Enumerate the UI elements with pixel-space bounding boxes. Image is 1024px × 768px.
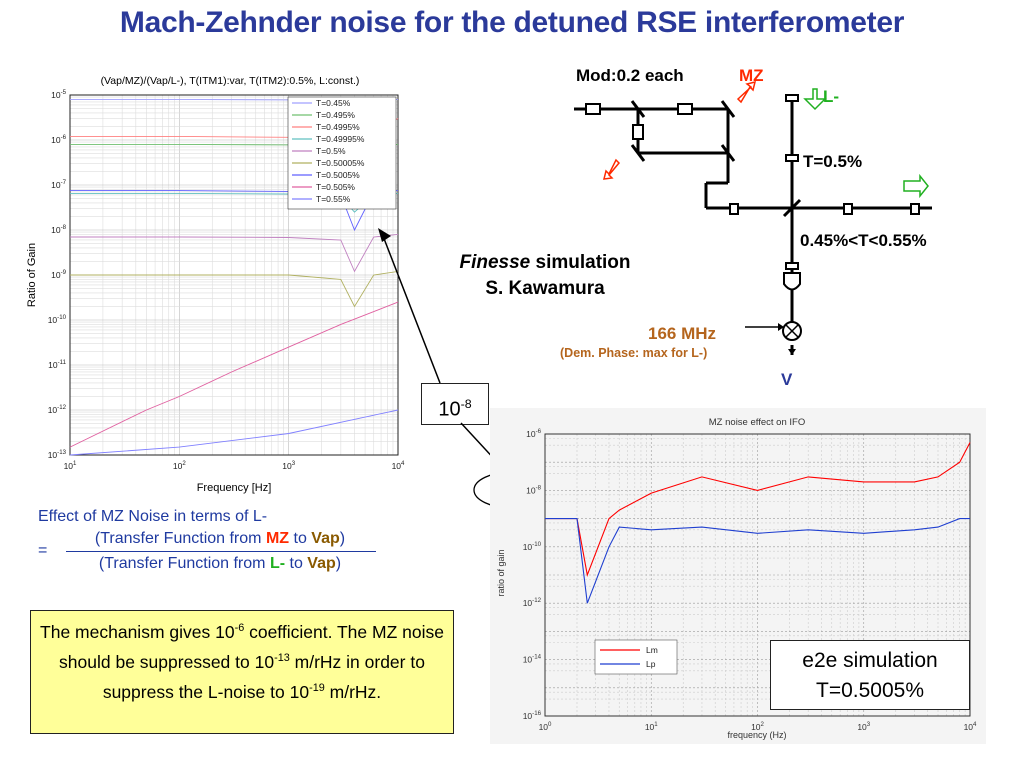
- chart2-frame: [544, 433, 971, 717]
- effect-description: Effect of MZ Noise in terms of L- = (Tra…: [38, 506, 398, 576]
- x-tick-label: 102: [173, 460, 186, 471]
- lminus-arrow-icon: [803, 88, 827, 111]
- beamsplitters: [630, 100, 802, 218]
- x-tick-label: 101: [645, 721, 658, 732]
- chart1-legend: T=0.45% T=0.495% T=0.4995% T=0.49995% T=0.5%…: [287, 96, 397, 210]
- legend-entry: T=0.4995%: [316, 122, 360, 132]
- y-tick-label: 10-8: [51, 224, 67, 235]
- optics: [585, 94, 920, 341]
- legend-entry: T=0.50005%: [316, 158, 365, 168]
- x-tick-label: 104: [964, 721, 977, 732]
- chart2-title: MZ noise effect on IFO: [709, 417, 805, 428]
- chart1-legend-box: [287, 96, 397, 210]
- y-tick-label: 10-11: [48, 359, 66, 370]
- beam-paths: [574, 95, 932, 355]
- eom-3: [632, 124, 644, 140]
- mirror-etm-top: [785, 94, 799, 102]
- chart2-legend-box: [594, 639, 678, 675]
- page-title: Mach-Zehnder noise for the detuned RSE i…: [119, 6, 905, 39]
- x-tick-label: 102: [751, 721, 764, 732]
- legend-entry: Lm: [646, 645, 658, 655]
- y-tick-label: 10-10: [48, 314, 67, 325]
- mz-arrow-2-icon: [603, 158, 621, 180]
- chart1-xlabel: Frequency [Hz]: [197, 482, 272, 494]
- chart2-ticks: 100 101 102 103 104 10-16 10-14 10-12 10-10 10-8 1…: [523, 428, 977, 732]
- x-tick-label: 100: [539, 721, 552, 732]
- mirror-3: [910, 203, 920, 215]
- series-line: [545, 442, 971, 578]
- y-tick-label: 10-5: [51, 89, 67, 100]
- chart2-series: [545, 442, 971, 604]
- legend-entry: Lp: [646, 659, 656, 669]
- mz-arrow-icon: [736, 80, 757, 104]
- y-tick-label: 10-8: [526, 484, 542, 495]
- chart2-xlabel: frequency (Hz): [727, 730, 786, 740]
- chart2-grid: [544, 434, 970, 717]
- series-line: [70, 233, 399, 273]
- mirror-itm-top: [785, 154, 799, 162]
- finesse-chart: 101 102 103 104 10-13 10-12 10-11 10-10 10-9 10-8…: [26, 75, 405, 494]
- x-tick-label: 103: [282, 460, 295, 471]
- mod-label: Mod:0.2 each: [576, 66, 684, 85]
- y-tick-label: 10-12: [523, 597, 542, 608]
- legend-entry: T=0.45%: [316, 98, 351, 108]
- y-tick-label: 10-6: [526, 428, 542, 439]
- legend-entry: T=0.505%: [316, 182, 355, 192]
- y-tick-label: 10-13: [48, 449, 67, 460]
- eom-2: [677, 103, 693, 115]
- output-label: V: [781, 370, 793, 385]
- mz-label: MZ: [739, 66, 764, 85]
- y-tick-label: 10-16: [523, 710, 542, 721]
- t-fixed-label: T=0.5%: [803, 152, 862, 171]
- y-tick-label: 10-14: [523, 654, 542, 665]
- x-tick-label: 101: [64, 460, 77, 471]
- y-tick-label: 10-9: [51, 269, 67, 280]
- callout-box: 10-8: [421, 383, 489, 425]
- mirror-2: [843, 203, 853, 215]
- chart2-ylabel: ratio of gain: [496, 549, 506, 596]
- chart1-ylabel: Ratio of Gain: [26, 243, 38, 307]
- x-tick-label: 104: [392, 460, 405, 471]
- chart1-title: (Vap/MZ)/(Vap/L-), T(ITM1):var, T(ITM2):…: [101, 75, 360, 87]
- legend-entry: T=0.5005%: [316, 170, 360, 180]
- mirror-1: [729, 203, 739, 215]
- y-tick-label: 10-10: [523, 541, 542, 552]
- legend-entry: T=0.55%: [316, 194, 351, 204]
- eom-1: [585, 103, 601, 115]
- mirror-srm: [785, 262, 799, 270]
- legend-entry: T=0.495%: [316, 110, 355, 120]
- y-tick-label: 10-7: [51, 179, 67, 190]
- series-line: [69, 301, 399, 448]
- mechanism-note: The mechanism gives 10-6 coefficient. Th…: [30, 610, 454, 734]
- output-arrow-head: [788, 349, 796, 355]
- series-line: [545, 518, 970, 604]
- lo-arrow-head: [778, 323, 784, 331]
- legend-entry: T=0.49995%: [316, 134, 365, 144]
- x-tick-label: 103: [857, 721, 870, 732]
- photodetector: [783, 272, 801, 291]
- interferometer-diagram: Mod:0.2 each MZ L- T=0.5% 0.45%<T<0.55% …: [560, 66, 932, 385]
- legend-entry: T=0.5%: [316, 146, 346, 156]
- series-line: [70, 270, 399, 308]
- lminus-label: L-: [823, 87, 839, 106]
- y-tick-label: 10-6: [51, 134, 67, 145]
- lminus-arrow-2-icon: [903, 173, 929, 199]
- freq-label: 166 MHz: [648, 324, 716, 343]
- dem-phase-label: (Dem. Phase: max for L-): [560, 346, 707, 360]
- t-range-label: 0.45%<T<0.55%: [800, 231, 927, 250]
- y-tick-label: 10-12: [48, 404, 67, 415]
- e2e-simulation-label: e2e simulation T=0.5005%: [770, 640, 970, 710]
- chart1-ticks: 101 102 103 104 10-13 10-12 10-11 10-10 10-9 10-8…: [48, 89, 405, 471]
- series-line: [69, 409, 399, 456]
- finesse-simulation-label: Finesse simulation S. Kawamura: [459, 252, 631, 299]
- mixer-cross: [785, 324, 799, 338]
